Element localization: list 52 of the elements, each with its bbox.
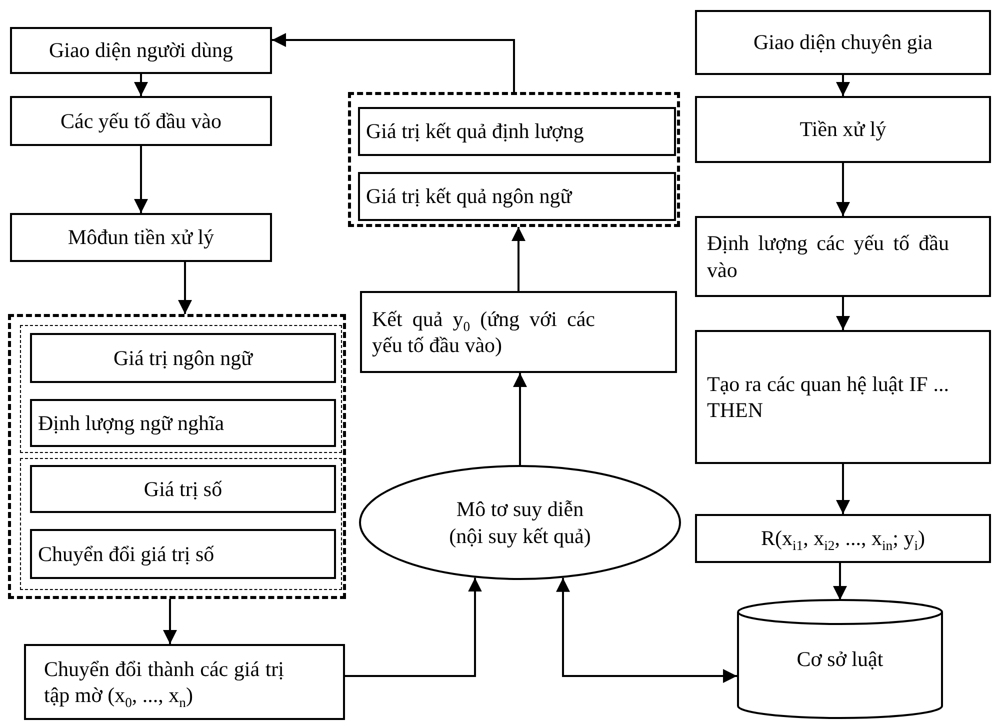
process-box — [10, 27, 272, 74]
dashed-group-box — [20, 458, 342, 590]
process-box — [695, 216, 991, 297]
box-label: Giá trị số — [142, 476, 224, 502]
box-label: Giá trị ngôn ngữ — [112, 344, 254, 372]
box-label: Giá trị kết quả ngôn ngữ — [365, 183, 574, 210]
box-label: R(x$_{i1}$, x$_{i2}$, ..., x$_{in}$; y$_{i}$) — [760, 525, 926, 552]
arrow — [556, 578, 737, 683]
dashed-group-box — [8, 314, 346, 599]
arrow — [272, 33, 515, 92]
arrow — [163, 599, 177, 644]
box-label: Định lượng các yếu tố đầu vào — [706, 230, 950, 283]
box-label: Kết quả y$_{0}$ (ứng với các yếu tố đầu vào) — [371, 306, 596, 358]
process-box — [10, 96, 272, 146]
arrow — [836, 464, 850, 514]
process-box — [30, 529, 336, 579]
process-box — [695, 330, 991, 464]
process-box — [30, 465, 336, 513]
box-label: Giao diện chuyên gia — [752, 29, 934, 56]
arrow — [345, 578, 482, 677]
box-label: Chuyển đổi thành các giá trị tập mờ (x$_{0}$, ..., x$_{n}$) — [43, 656, 285, 708]
arrow — [134, 146, 148, 213]
process-box — [695, 96, 991, 163]
box-label: Các yếu tố đầu vào — [60, 108, 222, 134]
process-box — [358, 107, 676, 156]
box-label: Môđun tiền xử lý — [66, 224, 216, 251]
arrow — [836, 75, 850, 96]
box-label: Tiền xử lý — [798, 116, 888, 143]
dashed-group-box — [348, 92, 680, 227]
box-label: Giao diện người dùng — [48, 37, 234, 64]
arrow — [836, 163, 850, 216]
process-box — [360, 291, 677, 373]
arrow — [513, 373, 527, 465]
arrow — [836, 297, 850, 330]
box-label: Định lượng ngữ nghĩa — [37, 410, 226, 436]
arrow — [512, 227, 526, 291]
process-box — [24, 644, 345, 720]
dashed-group-box — [20, 325, 342, 453]
process-box — [695, 514, 991, 563]
process-box — [10, 213, 272, 262]
process-box — [358, 172, 676, 221]
box-label: Chuyển đổi giá trị số — [37, 540, 216, 568]
box-label: Mô tơ suy diễn (nội suy kết quả) — [448, 496, 592, 549]
arrow — [833, 563, 847, 600]
process-box — [695, 10, 991, 75]
process-box — [30, 333, 336, 383]
box-label: Tạo ra các quan hệ luật IF ... THEN — [706, 370, 950, 424]
box-label: Cơ sở luật — [796, 646, 884, 672]
arrow — [178, 262, 192, 314]
process-box — [30, 399, 336, 447]
box-label: Giá trị kết quả định lượng — [365, 118, 585, 145]
arrow — [134, 74, 148, 96]
